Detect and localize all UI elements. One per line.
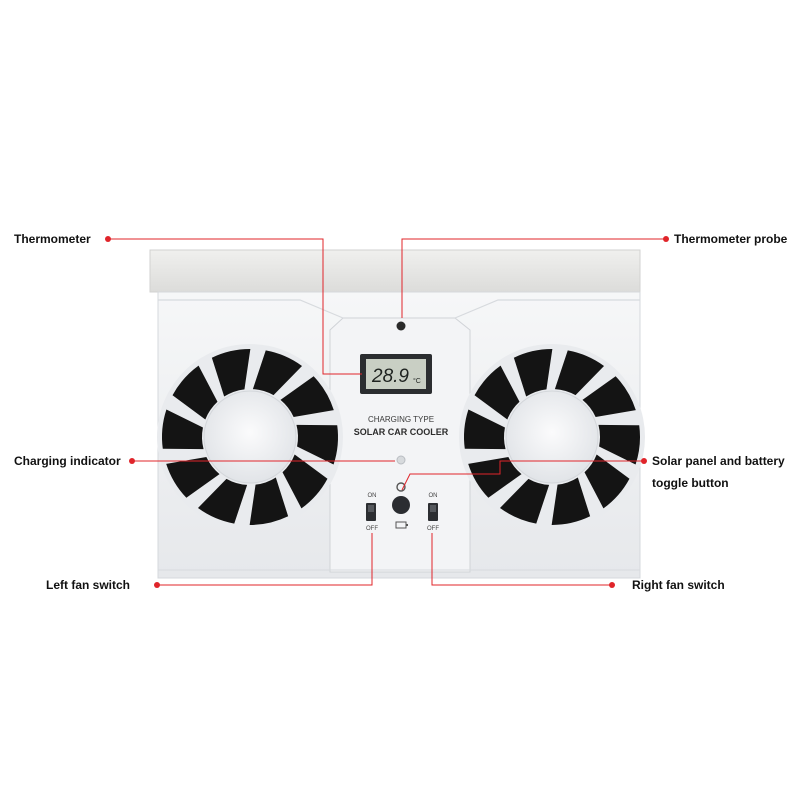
left-fan-blade [166,457,220,498]
lcd-temperature: 28.9 [371,366,409,387]
callout-dot-probe [663,236,669,242]
right-fan-blade [464,409,506,450]
left-fan-blade [211,349,251,397]
callout-dots [105,236,669,588]
right-fan-blade [499,478,550,524]
charging-type-text: CHARGING TYPE [368,415,434,424]
battery-icon-tip [406,524,408,526]
left-fan-blade [172,365,218,420]
right-switch-off-label: OFF [427,526,439,532]
left-fan [157,344,343,530]
left-fan-blade [249,477,289,525]
right-fan-blade [468,457,522,498]
callout-line-right-switch [431,533,612,586]
left-switch-knob [368,505,374,512]
thermometer-callout-label: Thermometer [14,232,91,246]
right-fan [459,344,645,530]
left-fan-blade [296,424,338,465]
left-switch-on-label: ON [368,493,377,499]
right-switch-on-label: ON [429,493,438,499]
callout-line-left-switch [157,533,373,586]
right-fan-blade [598,424,640,465]
callout-dot-right-switch [609,582,615,588]
left-fan-switch-callout-label: Left fan switch [46,578,131,592]
right-fan-switch-callout-label: Right fan switch [632,578,725,592]
lcd-screen [366,359,426,389]
solar-icon [396,482,406,492]
left-fan-blade [197,478,248,524]
lcd-unit: °C [413,377,421,385]
callout-dot-solar-toggle [641,458,647,464]
callout-lines [108,238,666,586]
solar-toggle-callout-label: Solar panel and battery toggle button [652,450,785,494]
right-fan-blade [582,376,636,417]
callout-line-thermometer [108,238,362,375]
callout-dot-charging [129,458,135,464]
left-fan-blades [162,349,338,525]
left-fan-blade [162,409,204,450]
solar-panel-strip [149,249,641,293]
callout-dot-thermometer [105,236,111,242]
right-fan-blade [554,350,605,396]
thermometer-probe-hole [396,321,406,331]
right-fan-blade [584,454,630,509]
body-bevel [158,299,640,319]
left-switch-off-label: OFF [366,526,378,532]
right-fan-blades [464,349,640,525]
charging-indicator-callout-label: Charging indicator [14,454,121,468]
left-fan-hub [203,390,297,484]
thermometer-probe-callout-label: Thermometer probe [674,232,788,246]
charging-indicator-led [396,455,406,465]
callout-dot-left-switch [154,582,160,588]
right-fan-hub [505,390,599,484]
left-fan-blade [282,454,328,509]
left-fan-blade [280,376,334,417]
right-fan-blade [474,365,520,420]
product-name-text: SOLAR CAR COOLER [354,427,449,437]
left-fan-blade [252,350,303,396]
solar-toggle-callout-line2: toggle button [652,476,729,490]
right-fan-blade [551,477,591,525]
right-switch-knob [430,505,436,512]
right-fan-blade [513,349,553,397]
callout-line-probe [401,238,666,318]
solar-battery-toggle-button[interactable] [392,496,410,514]
solar-toggle-callout-line1: Solar panel and battery [652,454,785,468]
callout-line-solar-toggle [401,460,644,491]
